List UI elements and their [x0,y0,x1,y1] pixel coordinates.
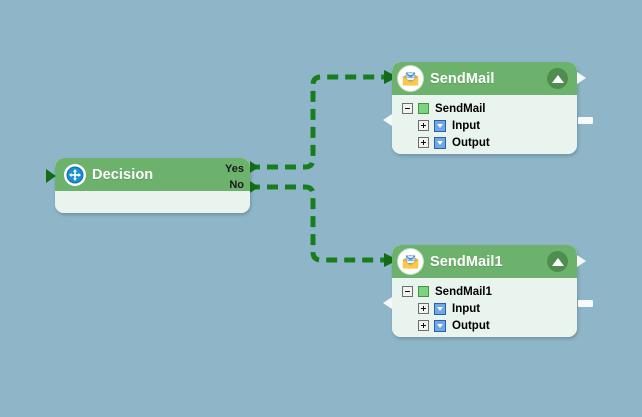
tree-toggle-minus-icon[interactable] [402,103,413,114]
blue-arrow-icon [434,319,446,332]
collapse-button-sendmail1[interactable] [547,251,568,272]
blue-arrow-icon [434,302,446,315]
tree-row-label: Input [452,302,481,315]
tree-row[interactable]: Output [418,317,492,334]
node-sendmail1-header[interactable]: SendMail1 [392,245,577,278]
blue-arrow-icon [434,136,446,149]
node-sendmail1-title: SendMail1 [430,253,503,270]
connector-no-to-sendmail1 [249,184,385,263]
collapse-button-sendmail[interactable] [547,68,568,89]
move-crosshair-icon [64,163,86,186]
port-label-yes[interactable]: Yes [225,163,244,175]
port-sendmail-input[interactable] [383,114,392,126]
tree-row[interactable]: SendMail1 [402,283,492,300]
tree-toggle-minus-icon[interactable] [402,286,413,297]
envelope-icon [398,66,423,91]
connector-yes-to-sendmail [249,74,385,170]
node-decision-title: Decision [92,166,154,183]
node-sendmail-surface: SendMail SendMail Input [392,62,577,154]
green-square-icon [418,103,429,114]
node-sendmail-title: SendMail [430,70,495,87]
tree-row[interactable]: Input [418,300,492,317]
port-sendmail1-stub[interactable] [578,300,593,307]
tree-toggle-plus-icon[interactable] [418,303,429,314]
port-sendmail1-output[interactable] [577,255,586,267]
port-label-no[interactable]: No [229,179,244,191]
tree-row[interactable]: Input [418,117,490,134]
tree-sendmail: SendMail Input Output [402,100,490,151]
node-decision-header[interactable]: Decision Yes No [55,158,250,191]
node-sendmail1[interactable]: SendMail1 SendMail1 Input [383,245,593,337]
port-decision-yes[interactable] [250,161,259,173]
node-decision[interactable]: Decision Yes No [46,158,259,213]
port-sendmail-output[interactable] [577,72,586,84]
tree-toggle-plus-icon[interactable] [418,120,429,131]
tree-row-label: SendMail1 [435,285,492,298]
green-square-icon [418,286,429,297]
tree-row-label: Input [452,119,481,132]
tree-row-label: Output [452,136,490,149]
port-decision-no[interactable] [250,181,259,193]
node-sendmail1-surface: SendMail1 SendMail1 Input [392,245,577,337]
tree-row[interactable]: SendMail [402,100,490,117]
tree-toggle-plus-icon[interactable] [418,320,429,331]
port-sendmail-stub[interactable] [578,117,593,124]
node-sendmail-header[interactable]: SendMail [392,62,577,95]
node-decision-surface: Decision Yes No [55,158,250,213]
port-decision-input[interactable] [46,169,56,183]
envelope-icon [398,249,423,274]
chevron-up-icon [551,74,564,83]
blue-arrow-icon [434,119,446,132]
tree-row-label: Output [452,319,490,332]
tree-toggle-plus-icon[interactable] [418,137,429,148]
port-sendmail1-input[interactable] [383,297,392,309]
tree-sendmail1: SendMail1 Input Output [402,283,492,334]
chevron-up-icon [551,257,564,266]
node-sendmail[interactable]: SendMail SendMail Input [383,62,593,154]
tree-row-label: SendMail [435,102,486,115]
tree-row[interactable]: Output [418,134,490,151]
